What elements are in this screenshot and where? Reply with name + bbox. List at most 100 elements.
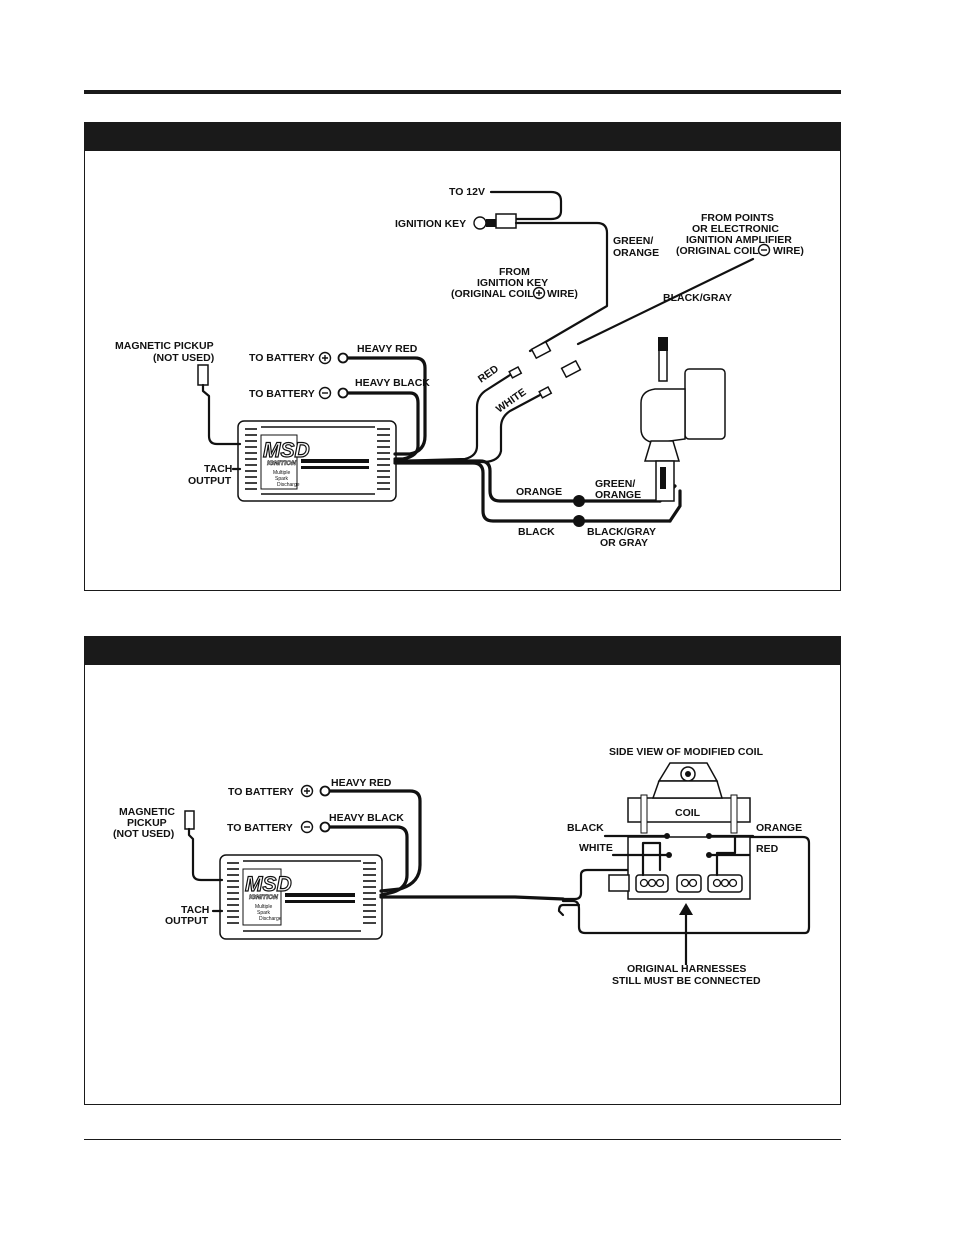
black-wire [393, 461, 672, 523]
wiring-diagram-panel-2: MSD IGNITION Multiple Spark Discharge MA… [84, 636, 841, 1105]
arrow-head-icon [679, 903, 693, 915]
splice-dot [573, 515, 585, 527]
magnetic-pickup-label-3: (NOT USED) [113, 828, 174, 840]
panel-1-header [85, 123, 840, 151]
black-gray-label: BLACK/GRAY [663, 292, 732, 304]
harness-wire-top [561, 868, 662, 901]
msd-logo: MSD [263, 439, 310, 462]
red-wire [393, 373, 512, 463]
magnetic-pickup-label-1: MAGNETIC PICKUP [115, 340, 214, 352]
to-battery-neg-label: TO BATTERY [249, 388, 315, 400]
tach-label-2: OUTPUT [188, 475, 232, 487]
coil-black-gray-label-1: BLACK/GRAY [587, 526, 656, 538]
splice-dot [573, 495, 585, 507]
wiring-diagram-2: MSD IGNITION Multiple Spark Discharge MA… [113, 746, 811, 987]
from-key-label-4: WIRE) [547, 288, 578, 300]
to-battery-neg-label: TO BATTERY [227, 822, 293, 834]
coil-green-orange-label-1: GREEN/ [595, 478, 635, 490]
black-label: BLACK [518, 526, 555, 538]
from-points-label-4: (ORIGINAL COIL [676, 245, 759, 257]
black-label: BLACK [567, 822, 604, 834]
msd-sub-logo: IGNITION [267, 460, 296, 467]
harness-label-2: STILL MUST BE CONNECTED [612, 975, 761, 987]
magnetic-pickup-label-1: MAGNETIC [119, 806, 175, 818]
msd-ignition-box: MSD IGNITION Multiple Spark Discharge [219, 854, 383, 940]
panel-2-header [85, 637, 840, 665]
from-points-label-1: FROM POINTS [701, 212, 774, 224]
harness-side [557, 903, 581, 917]
ring-terminal-icon [319, 785, 331, 797]
msd-line1: Multiple [273, 470, 290, 476]
tach-label-1: TACH [204, 463, 232, 475]
ring-terminal-icon [319, 821, 331, 833]
msd-ignition-box: MSD IGNITION Multiple Spark Discharge [237, 420, 397, 502]
coil-terminal-block [635, 874, 743, 893]
orange-label: ORANGE [516, 486, 562, 498]
orange-wire [393, 459, 662, 503]
magnetic-pickup-label-2: PICKUP [127, 817, 167, 829]
white-label: WHITE [579, 842, 613, 854]
tach-label-2: OUTPUT [165, 915, 209, 927]
ignition-key-icon [473, 213, 517, 230]
to-battery-pos-label: TO BATTERY [249, 352, 315, 364]
coil-black-gray-label-2: OR GRAY [600, 537, 648, 549]
from-points-label-5: WIRE) [773, 245, 804, 257]
msd-line2: Spark [275, 476, 289, 482]
msd-line3: Discharge [277, 482, 300, 488]
from-points-label-2: OR ELECTRONIC [692, 223, 779, 235]
heavy-black-wire [346, 391, 420, 461]
ignition-key-label: IGNITION KEY [395, 218, 466, 230]
ring-terminal-icon [337, 352, 349, 364]
green-orange-label-1: GREEN/ [613, 235, 653, 247]
top-rule [84, 90, 841, 94]
green-orange-wire [514, 221, 609, 353]
heavy-black-label: HEAVY BLACK [355, 377, 430, 389]
to-battery-pos-label: TO BATTERY [228, 786, 294, 798]
bottom-rule [84, 1139, 841, 1140]
heavy-red-label: HEAVY RED [357, 343, 418, 355]
heavy-red-wire [328, 789, 422, 893]
msd-line2: Spark [257, 910, 271, 916]
from-key-label-2: IGNITION KEY [477, 277, 548, 289]
modified-coil [608, 762, 751, 900]
magnetic-pickup-connector [184, 810, 195, 830]
wiring-diagram-1: MSD IGNITION Multiple Spark Discharge MA… [115, 186, 804, 549]
black-wire-end [668, 489, 682, 523]
magnetic-pickup-wire [187, 827, 224, 882]
ignition-coil [640, 337, 726, 502]
red-loop-right [715, 835, 737, 877]
msd-line1: Multiple [255, 904, 272, 910]
connector-female [560, 359, 582, 379]
white-wire [393, 393, 542, 465]
magnetic-pickup-label-2: (NOT USED) [153, 352, 214, 364]
heavy-black-label: HEAVY BLACK [329, 812, 404, 824]
to-12v-label: TO 12V [449, 186, 485, 198]
coil-green-orange-label-2: ORANGE [595, 489, 641, 501]
ring-terminal-icon [337, 387, 349, 399]
white-loop-left [641, 841, 662, 877]
red-label: RED [756, 843, 779, 855]
green-orange-label-2: ORANGE [613, 247, 659, 259]
msd-sub-logo: IGNITION [249, 894, 278, 901]
black-gray-wire [576, 257, 755, 346]
orange-label: ORANGE [756, 822, 802, 834]
coil-label: COIL [675, 807, 701, 819]
connector-male [538, 385, 553, 399]
wiring-diagram-panel-1: MSD IGNITION Multiple Spark Discharge MA… [84, 122, 841, 591]
harness-wire [379, 895, 565, 901]
magnetic-pickup-wire [201, 383, 242, 446]
connector-male [508, 365, 523, 379]
from-key-label-1: FROM [499, 266, 530, 278]
heavy-black-wire [328, 825, 409, 897]
tach-label-1: TACH [181, 904, 209, 916]
from-points-label-3: IGNITION AMPLIFIER [686, 234, 792, 246]
harness-label-1: ORIGINAL HARNESSES [627, 963, 746, 975]
msd-line3: Discharge [259, 916, 282, 922]
side-view-label: SIDE VIEW OF MODIFIED COIL [609, 746, 764, 758]
heavy-red-label: HEAVY RED [331, 777, 392, 789]
12v-wire [489, 190, 563, 221]
from-key-label-3: (ORIGINAL COIL [451, 288, 534, 300]
connector-female [530, 340, 552, 360]
magnetic-pickup-connector [197, 364, 209, 386]
msd-logo: MSD [245, 873, 292, 896]
